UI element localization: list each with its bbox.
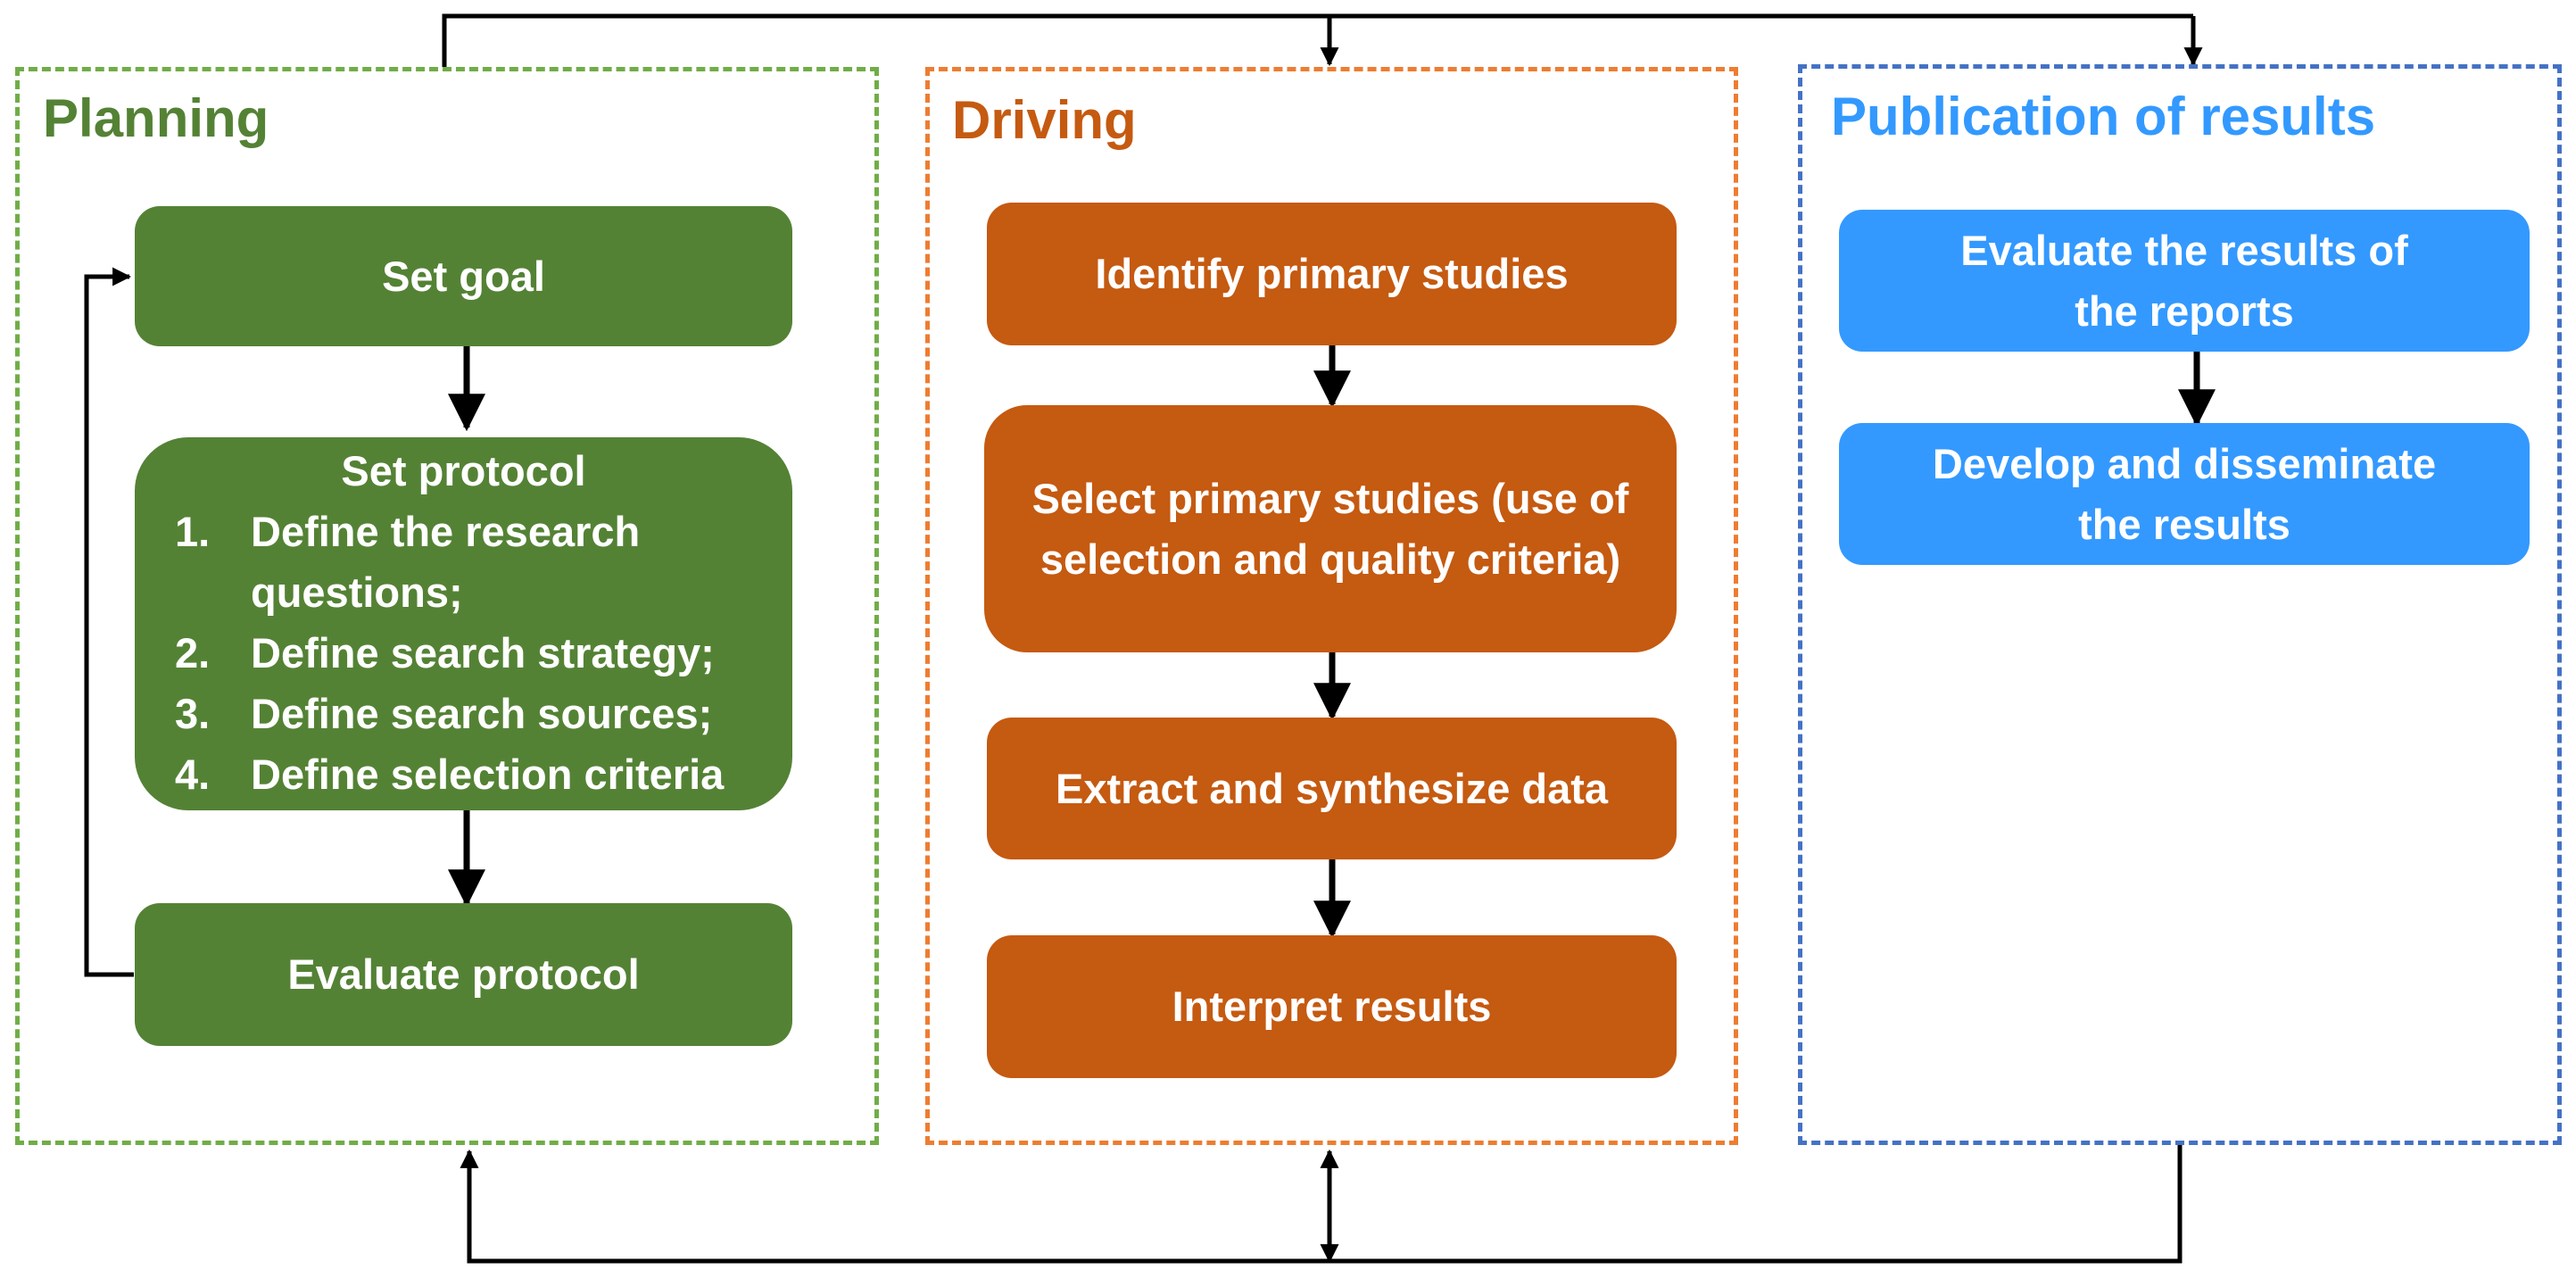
planning-title: Planning xyxy=(43,88,269,148)
protocol-item: 3. Define search sources; xyxy=(175,690,713,737)
planning-loop-connector xyxy=(84,267,134,977)
protocol-item: 1. Define the research questions; xyxy=(175,508,641,616)
driving-panel xyxy=(925,67,1738,1145)
interpret-results-box: Interpret results xyxy=(987,935,1677,1078)
protocol-item: 4. Define selection criteria xyxy=(175,751,725,798)
step-arrows xyxy=(448,344,2216,939)
set-protocol-title: Set protocol xyxy=(341,447,586,494)
planning-panel xyxy=(15,67,879,1145)
select-primary-studies-box: Select primary studies (use of selection… xyxy=(984,405,1677,652)
publication-title: Publication of results xyxy=(1831,87,2376,146)
evaluate-reports-box: Evaluate the results of the reports xyxy=(1839,210,2530,352)
set-protocol-box: Set protocol 1. Define the research ques… xyxy=(135,437,792,810)
develop-disseminate-box: Develop and disseminate the results xyxy=(1839,423,2530,565)
publication-panel xyxy=(1798,64,2562,1145)
set-goal-box: Set goal xyxy=(135,206,792,346)
driving-title: Driving xyxy=(952,90,1137,150)
top-feedback-connector xyxy=(442,13,2203,67)
protocol-item: 2. Define search strategy; xyxy=(175,629,715,676)
bottom-feedback-connector xyxy=(460,1144,2183,1264)
identify-primary-studies-box: Identify primary studies xyxy=(987,203,1677,345)
extract-synthesize-box: Extract and synthesize data xyxy=(987,718,1677,859)
evaluate-protocol-box: Evaluate protocol xyxy=(135,903,792,1046)
protocol-list: 1. Define the research questions; 2. Def… xyxy=(135,502,792,805)
